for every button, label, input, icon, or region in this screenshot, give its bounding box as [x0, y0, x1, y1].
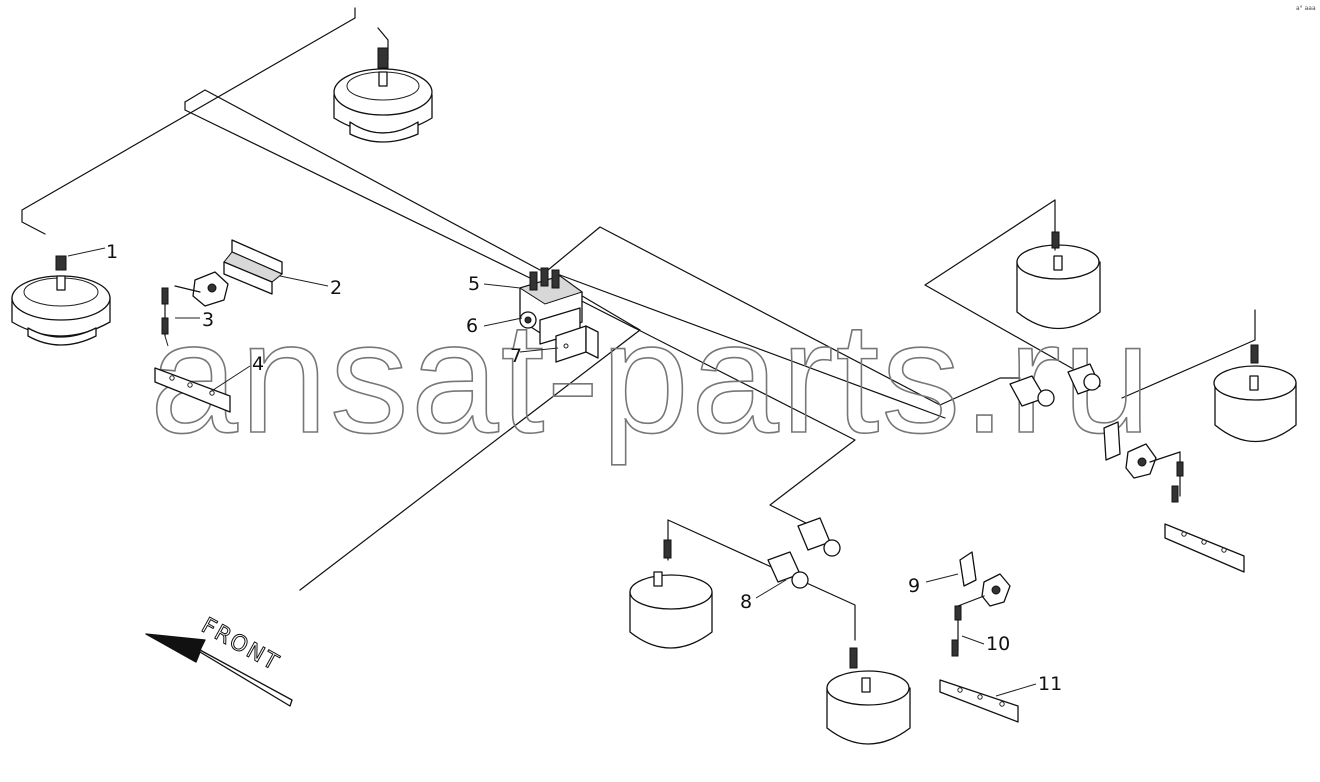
leveling-valve-part-10	[951, 573, 1011, 657]
air-line-valve-front-right	[559, 289, 856, 526]
callout-3: 3	[202, 309, 214, 331]
callout-7: 7	[510, 345, 522, 367]
air-spring-right-upper	[1016, 199, 1101, 330]
leveling-valve-right	[1103, 421, 1184, 503]
fittings-right	[1009, 363, 1101, 407]
callout-6: 6	[466, 315, 478, 337]
front-direction-label: FRONT	[197, 613, 284, 676]
air-spring-rear-left	[333, 47, 433, 143]
callout-4: 4	[252, 353, 264, 375]
mount-plate-part-4	[154, 367, 231, 413]
callout-2: 2	[330, 277, 342, 299]
air-lines	[21, 7, 1256, 641]
air-line-valve-right-upper	[547, 226, 1021, 406]
air-line-front	[299, 279, 641, 591]
front-direction-indicator: FRONT	[145, 613, 293, 707]
callout-leaders	[67, 247, 1037, 697]
air-line-valve-right-lower	[559, 274, 946, 419]
air-line-right-top	[924, 199, 1076, 371]
air-line-right-bottom	[1121, 309, 1256, 399]
callout-9: 9	[908, 575, 920, 597]
callout-1: 1	[106, 241, 118, 263]
mount-plate-right	[1164, 523, 1245, 573]
watermark: ansat-parts.ru	[150, 290, 1153, 466]
fittings-part-8	[767, 517, 841, 589]
air-spring-front-right	[826, 647, 911, 745]
callout-10: 10	[986, 633, 1010, 655]
bracket-part-2	[223, 239, 283, 295]
air-line-rail-upper	[184, 89, 541, 271]
mount-plate-part-11	[939, 679, 1019, 723]
air-spring-front-center	[629, 539, 713, 649]
air-spring-front-left	[11, 255, 111, 346]
corner-mark: a° aaa	[1296, 5, 1316, 12]
bracket-part-9	[959, 551, 977, 587]
air-line-top-left	[21, 7, 356, 235]
callout-labels: 1 2 3 4 5 6 7 8 9 10 11	[106, 241, 1062, 695]
callout-8: 8	[740, 591, 752, 613]
callout-11: 11	[1038, 673, 1062, 695]
leveling-valve-part-3	[161, 271, 229, 347]
air-spring-right-lower	[1213, 344, 1297, 443]
air-line-rail-lower	[184, 101, 531, 279]
callout-5: 5	[468, 273, 480, 295]
bracket-part-7	[555, 325, 599, 363]
